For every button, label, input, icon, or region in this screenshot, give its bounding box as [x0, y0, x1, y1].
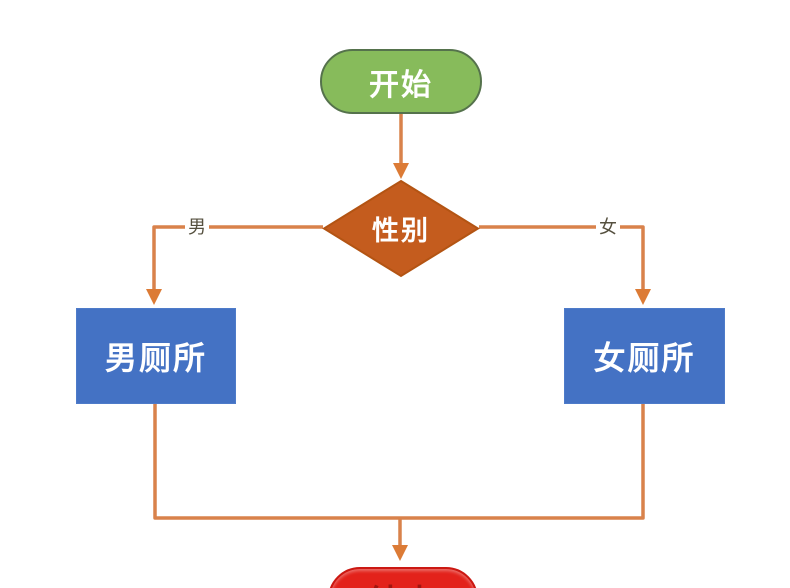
decision-node-label: 性别	[372, 216, 430, 246]
edge-label-male: 男	[185, 217, 209, 237]
start-node: 开始	[320, 49, 482, 114]
edge-decision-male-arrowhead-icon	[146, 289, 162, 305]
edge-decision-female-line	[479, 225, 645, 290]
decision-diamond-polygon	[322, 179, 480, 278]
edge-start-decision-arrowhead-icon	[393, 163, 409, 179]
decision-node: 性别	[321, 179, 481, 278]
end-node-label: 结束	[368, 575, 438, 588]
female-room-node-label: 女厕所	[593, 340, 696, 376]
male-room-node: 男厕所	[76, 308, 236, 404]
edge-decision-male-line	[152, 225, 323, 290]
male-room-node-label: 男厕所	[104, 340, 207, 376]
start-node-label: 开始	[369, 68, 433, 102]
edge-merge-end-arrowhead-icon	[392, 545, 408, 561]
edge-label-female: 女	[596, 217, 620, 237]
end-node: 结束	[328, 567, 478, 588]
decision-diamond-shape	[322, 179, 480, 278]
edge-decision-female-arrowhead-icon	[635, 289, 651, 305]
edge-merge-line	[153, 404, 645, 520]
female-room-node: 女厕所	[564, 308, 725, 404]
